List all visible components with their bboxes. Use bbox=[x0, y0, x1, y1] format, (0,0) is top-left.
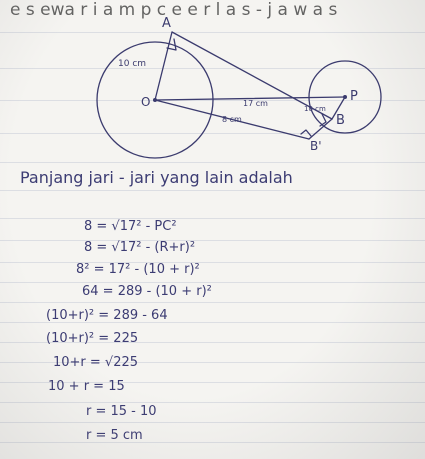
solution-heading: Panjang jari - jari yang lain adalah bbox=[20, 168, 293, 187]
point-p bbox=[343, 95, 347, 99]
ruled-line bbox=[0, 302, 425, 303]
label-b: B bbox=[336, 113, 345, 128]
segment-o-b-prime bbox=[154, 99, 310, 140]
ruled-line bbox=[0, 402, 425, 403]
label-b-prime: B' bbox=[310, 139, 322, 153]
label-p: P bbox=[350, 89, 358, 104]
ruled-line bbox=[0, 32, 425, 33]
label-radius-p: 10 cm bbox=[304, 105, 326, 113]
ruled-line bbox=[0, 162, 425, 163]
solution-step-7: 10+r = √225 bbox=[53, 355, 139, 370]
ruled-line bbox=[0, 442, 425, 443]
solution-step-1: 8 = √17² - PC² bbox=[84, 219, 177, 234]
ruled-line bbox=[0, 422, 425, 423]
solution-step-5: (10+r)² = 289 - 64 bbox=[46, 308, 168, 323]
solution-step-2: 8 = √17² - (R+r)² bbox=[84, 240, 196, 255]
ruled-line bbox=[0, 240, 425, 241]
segment-o-a bbox=[154, 31, 173, 101]
ruled-line bbox=[0, 282, 425, 283]
ruled-line bbox=[0, 190, 425, 191]
label-o: O bbox=[141, 95, 150, 109]
ruled-line bbox=[0, 362, 425, 363]
ruled-line bbox=[0, 133, 425, 134]
ruled-line bbox=[0, 262, 425, 263]
ruled-line bbox=[0, 322, 425, 323]
page-header-fragment: e s ewa r i a m p c e e r l a s - j a w … bbox=[10, 0, 338, 20]
solution-step-9: r = 15 - 10 bbox=[86, 404, 157, 419]
solution-step-4: 64 = 289 - (10 + r)² bbox=[82, 284, 212, 299]
ruled-line bbox=[0, 382, 425, 383]
segment-p-b bbox=[331, 96, 346, 120]
ruled-line bbox=[0, 342, 425, 343]
solution-step-8: 10 + r = 15 bbox=[48, 379, 125, 394]
angle-mark-b-prime bbox=[300, 129, 312, 137]
label-tangent-length: 8 cm bbox=[222, 115, 242, 124]
ruled-line bbox=[0, 68, 425, 69]
segment-b-b-prime bbox=[308, 118, 333, 140]
circle-o bbox=[96, 41, 214, 159]
point-o bbox=[153, 98, 157, 102]
angle-mark-b bbox=[319, 113, 327, 127]
label-radius-o: 10 cm bbox=[118, 59, 146, 69]
label-distance-op: 17 cm bbox=[243, 99, 268, 108]
solution-step-6: (10+r)² = 225 bbox=[46, 331, 139, 346]
ruled-line bbox=[0, 218, 425, 219]
segment-o-p bbox=[154, 96, 346, 101]
label-a: A bbox=[162, 16, 171, 31]
segment-a-b bbox=[171, 31, 333, 120]
right-angle-mark-a bbox=[166, 38, 177, 51]
solution-step-10: r = 5 cm bbox=[86, 428, 143, 443]
solution-step-3: 8² = 17² - (10 + r)² bbox=[76, 262, 200, 277]
